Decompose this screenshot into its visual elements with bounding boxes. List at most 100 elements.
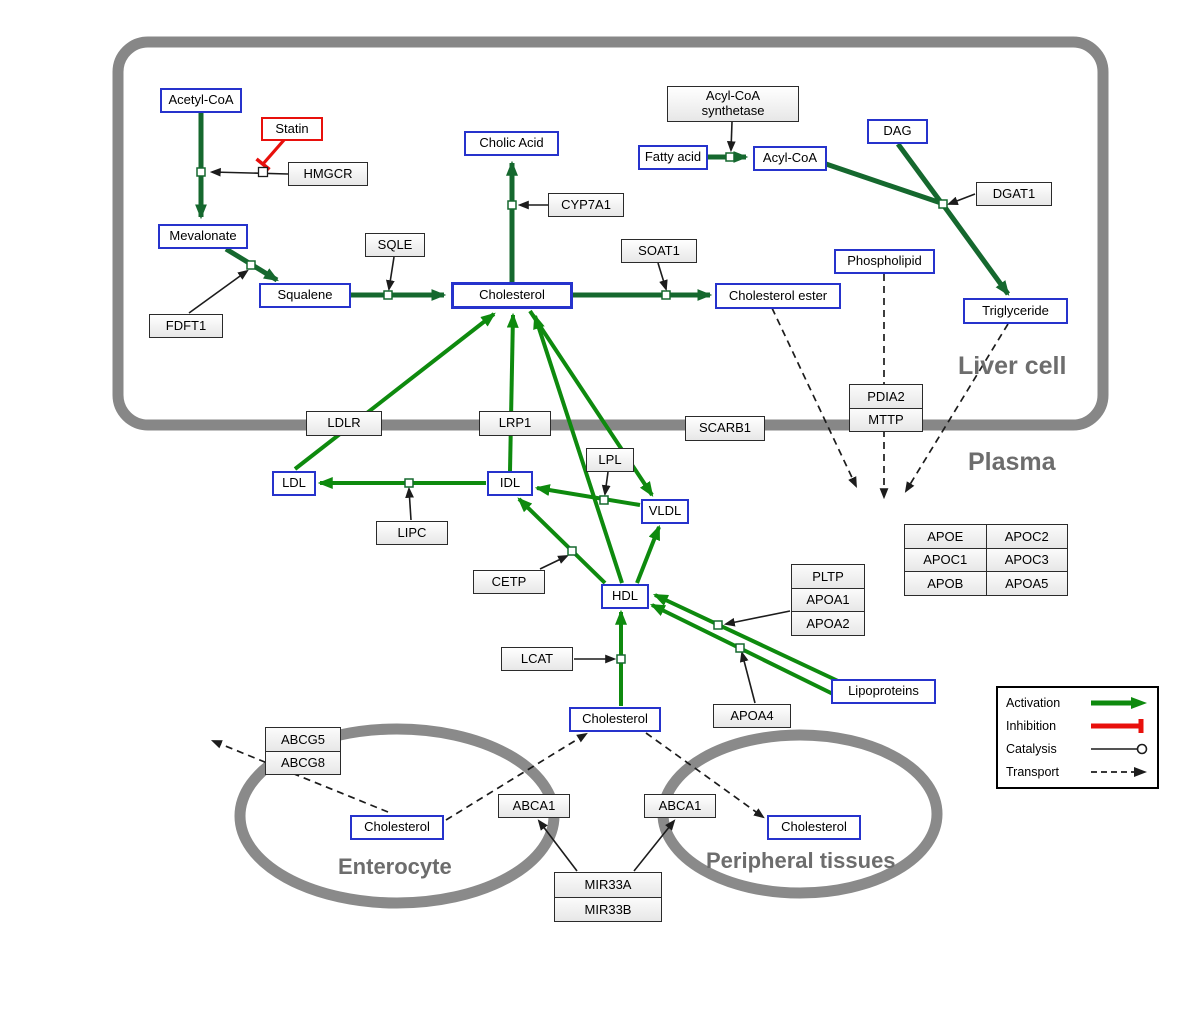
node-mevalonate[interactable]: Mevalonate <box>158 224 248 249</box>
anchor-statin-binding <box>257 166 269 178</box>
anchor-cetp-reaction <box>567 546 577 556</box>
node-abca1-right[interactable]: ABCA1 <box>644 794 716 818</box>
node-acyl-coa-synthetase[interactable]: Acyl-CoA synthetase <box>667 86 799 122</box>
node-fdft1[interactable]: FDFT1 <box>149 314 223 338</box>
transport-dashed-arrow-icon <box>1091 766 1147 777</box>
anchor-cyp7a1-reaction <box>507 200 517 210</box>
node-dag[interactable]: DAG <box>867 119 928 144</box>
node-apoe[interactable]: APOE <box>905 525 986 548</box>
node-statin[interactable]: Statin <box>261 117 323 141</box>
edge-dgat-junction-to-triglyceride <box>941 204 1011 296</box>
anchor-apoa-reaction-lower <box>735 643 745 653</box>
node-abcg8[interactable]: ABCG8 <box>266 751 340 774</box>
anchor-lcat-reaction <box>616 654 626 664</box>
catalysis-circle-icon <box>1091 743 1148 755</box>
edge-mir33-to-abca1-right <box>633 819 676 872</box>
node-fatty-acid[interactable]: Fatty acid <box>638 145 708 170</box>
edge-dgat1-catalysis <box>946 193 976 205</box>
node-squalene[interactable]: Squalene <box>259 283 351 308</box>
node-apoa5[interactable]: APOA5 <box>986 572 1067 595</box>
node-mttp[interactable]: MTTP <box>850 408 922 431</box>
legend-activation-label: Activation <box>1006 696 1061 711</box>
edge-plasma-to-peripheral-cholesterol <box>645 732 765 819</box>
node-acetyl-coa[interactable]: Acetyl-CoA <box>160 88 242 113</box>
node-pltp[interactable]: PLTP <box>792 565 864 588</box>
anchor-apoa-reaction-upper <box>713 620 723 630</box>
node-ldl[interactable]: LDL <box>272 471 316 496</box>
node-cholesterol-liver[interactable]: Cholesterol <box>451 282 573 309</box>
node-apoa2[interactable]: APOA2 <box>792 612 864 635</box>
node-soat1[interactable]: SOAT1 <box>621 239 697 263</box>
node-lrp1[interactable]: LRP1 <box>479 411 551 436</box>
node-mir33a[interactable]: MIR33A <box>555 873 661 897</box>
node-cetp[interactable]: CETP <box>473 570 545 594</box>
node-cholesterol-ester[interactable]: Cholesterol ester <box>715 283 841 309</box>
node-hmgcr[interactable]: HMGCR <box>288 162 368 186</box>
edge-sqle-catalysis <box>386 256 395 292</box>
liver-cell-compartment <box>112 36 1109 431</box>
node-pdia2-mttp-stack: PDIA2 MTTP <box>849 384 923 432</box>
node-cyp7a1[interactable]: CYP7A1 <box>548 193 624 217</box>
edge-acylcoa-to-dgat-junction <box>825 161 942 206</box>
node-apoa1[interactable]: APOA1 <box>792 588 864 612</box>
edge-statin-inhibits-hmgcr <box>255 138 286 171</box>
node-apolipoprotein-table: APOE APOC2 APOC1 APOC3 APOB APOA5 <box>904 524 1068 596</box>
edge-mir33-to-abca1-left <box>537 819 578 872</box>
node-pltp-apoa-stack: PLTP APOA1 APOA2 <box>791 564 865 636</box>
edge-enterocyte-cholesterol-excretion <box>210 740 389 813</box>
node-acyl-coa[interactable]: Acyl-CoA <box>753 146 827 171</box>
edge-lipoproteins-to-hdl-upper <box>652 593 839 683</box>
edge-enterocyte-to-plasma-cholesterol <box>445 732 588 821</box>
node-lpl[interactable]: LPL <box>586 448 634 472</box>
legend: Activation Inhibition Catalysis Transpor… <box>996 686 1159 789</box>
node-abcg-stack: ABCG5 ABCG8 <box>265 727 341 775</box>
node-pdia2[interactable]: PDIA2 <box>850 385 922 408</box>
edge-cholesterol-ester-to-plasma <box>771 307 857 488</box>
liver-cell-label: Liver cell <box>958 352 1067 380</box>
edge-acylcoa-synthetase-catalysis <box>726 121 736 153</box>
node-cholesterol-enterocyte[interactable]: Cholesterol <box>350 815 444 840</box>
node-lipoproteins[interactable]: Lipoproteins <box>831 679 936 704</box>
node-sqle[interactable]: SQLE <box>365 233 425 257</box>
node-triglyceride[interactable]: Triglyceride <box>963 298 1068 324</box>
edge-lipc-catalysis <box>405 486 414 521</box>
anchor-lpl-reaction <box>599 495 609 505</box>
node-idl[interactable]: IDL <box>487 471 533 496</box>
node-apoc3[interactable]: APOC3 <box>986 548 1067 572</box>
edge-ldl-to-liver-cholesterol-via-ldlr <box>293 312 496 471</box>
node-lipc[interactable]: LIPC <box>376 521 448 545</box>
legend-transport-label: Transport <box>1006 764 1060 779</box>
node-lcat[interactable]: LCAT <box>501 647 573 671</box>
legend-activation: Activation <box>1006 695 1149 711</box>
node-dgat1[interactable]: DGAT1 <box>976 182 1052 206</box>
node-abca1-left[interactable]: ABCA1 <box>498 794 570 818</box>
node-apoa4[interactable]: APOA4 <box>713 704 791 728</box>
node-hdl[interactable]: HDL <box>601 584 649 609</box>
anchor-hmgcr-reaction <box>196 167 206 177</box>
acyl-coa-synthetase-line1: Acyl-CoA <box>705 88 761 104</box>
edge-hdl-to-liver-cholesterol <box>533 313 624 584</box>
inhibition-tbar-icon <box>1091 719 1144 734</box>
legend-catalysis: Catalysis <box>1006 741 1149 757</box>
node-phospholipid[interactable]: Phospholipid <box>834 249 935 274</box>
node-vldl[interactable]: VLDL <box>641 499 689 524</box>
node-ldlr[interactable]: LDLR <box>306 411 382 436</box>
plasma-label: Plasma <box>968 448 1056 476</box>
acyl-coa-synthetase-line2: synthetase <box>701 103 765 118</box>
node-apoc1[interactable]: APOC1 <box>905 548 986 572</box>
edge-dag-to-dgat-junction <box>895 142 943 203</box>
node-apob[interactable]: APOB <box>905 572 986 595</box>
node-mir33b[interactable]: MIR33B <box>555 897 661 921</box>
node-cholesterol-plasma[interactable]: Cholesterol <box>569 707 661 732</box>
node-apoc2[interactable]: APOC2 <box>986 525 1067 548</box>
node-mir33-stack: MIR33A MIR33B <box>554 872 662 922</box>
edge-fdft1-catalysis <box>188 269 249 314</box>
node-cholesterol-peripheral[interactable]: Cholesterol <box>767 815 861 840</box>
peripheral-tissues-label: Peripheral tissues <box>706 848 896 873</box>
node-abcg5[interactable]: ABCG5 <box>266 728 340 751</box>
node-scarb1[interactable]: SCARB1 <box>685 416 765 441</box>
node-cholic-acid[interactable]: Cholic Acid <box>464 131 559 156</box>
edge-hdl-to-vldl <box>635 524 661 584</box>
